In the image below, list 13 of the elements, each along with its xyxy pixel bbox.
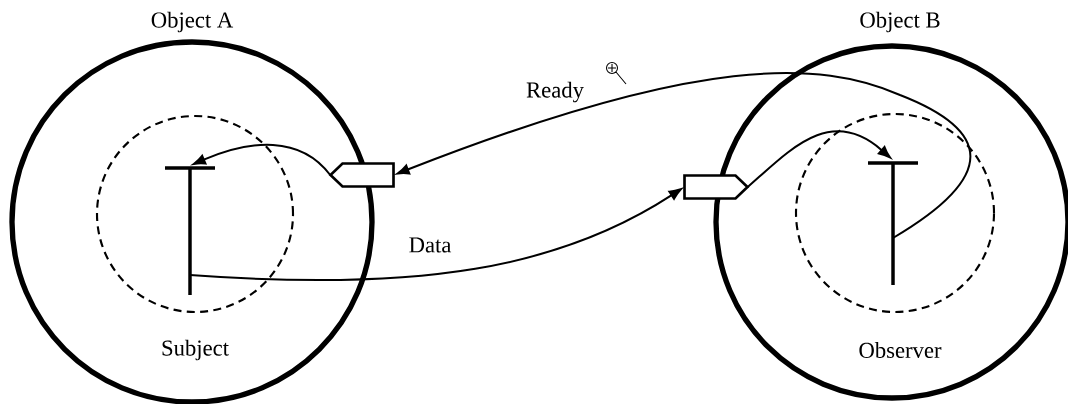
t-symbol	[163, 166, 217, 297]
node-label: Observer	[859, 342, 942, 358]
arrow	[746, 130, 891, 188]
arrow	[396, 72, 972, 239]
node-label: Subject	[162, 339, 229, 361]
node-label: Object A	[151, 11, 234, 33]
t-symbol	[866, 161, 920, 287]
port-box	[683, 174, 750, 200]
node-label: Object B	[860, 11, 940, 33]
edge-label: Data	[407, 236, 453, 254]
arrow	[189, 188, 682, 282]
arrow	[192, 143, 332, 176]
edge-label: Ready	[524, 80, 586, 104]
